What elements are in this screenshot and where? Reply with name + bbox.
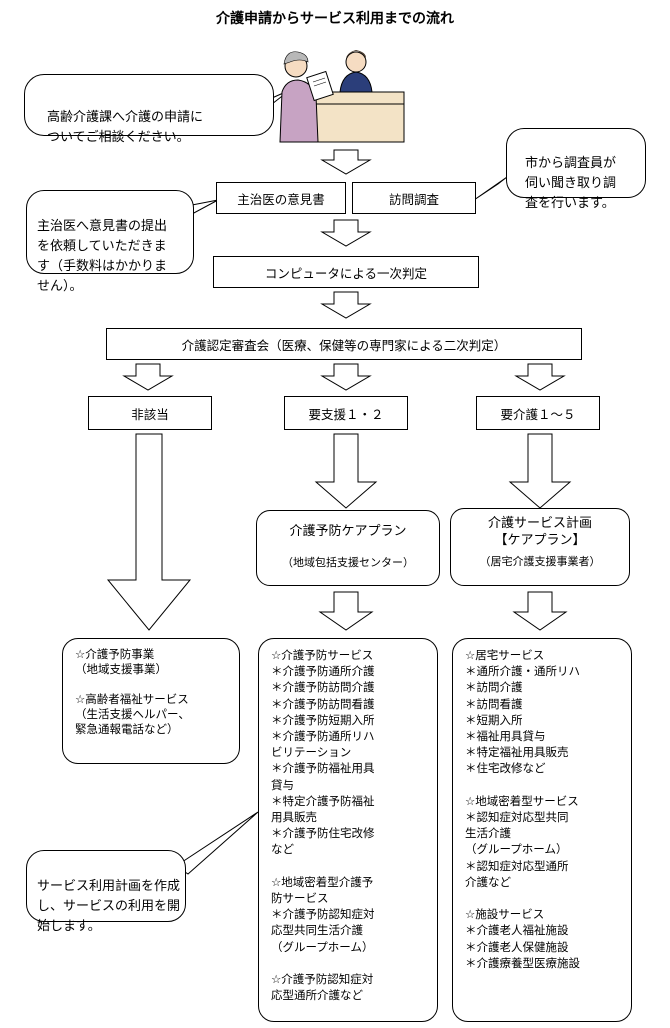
block-arrow-down-icon — [512, 591, 568, 631]
plan-prevention-sub: （地域包括支援センター） — [282, 556, 414, 569]
result-not-applicable-label: 非該当 — [131, 406, 169, 422]
bubble-investigator-text: 市から調査員が 伺い聞き取り調 査を行います。 — [525, 156, 617, 211]
plan-prevention-title: 介護予防ケアプラン — [289, 524, 407, 539]
result-not-applicable: 非該当 — [88, 396, 212, 430]
page-title: 介護申請からサービス利用までの流れ — [216, 11, 454, 27]
bubble-doctor-text: 主治医へ意見書の提出 を依頼していただきま す（手数料はかかりま せん）。 — [37, 219, 168, 294]
bubble-tail-plan — [175, 811, 259, 875]
bubble-doctor: 主治医へ意見書の提出 を依頼していただきま す（手数料はかかりま せん）。 — [26, 190, 194, 294]
block-arrow-down-icon — [320, 149, 372, 175]
result-care: 要介護１～５ — [476, 396, 600, 430]
result-care-label: 要介護１～５ — [500, 406, 576, 422]
step-doctor-opinion-label: 主治医の意見書 — [237, 191, 325, 207]
block-arrow-down-icon — [320, 291, 372, 319]
block-arrow-down-icon — [318, 591, 374, 631]
reception-desk-illustration — [279, 50, 405, 143]
block-arrow-down-icon — [514, 363, 566, 391]
step-computer-judgement: コンピュータによる一次判定 — [213, 256, 479, 288]
services-middle: ☆介護予防サービス ＊介護予防通所介護 ＊介護予防訪問介護 ＊介護予防訪問看護 … — [258, 638, 438, 1022]
bubble-tail-investigator — [473, 176, 508, 201]
services-left: ☆介護予防事業 （地域支援事業） ☆高齢者福祉サービス （生活支援ヘルパー、 緊… — [62, 638, 240, 764]
block-arrow-down-icon — [106, 433, 192, 631]
block-arrow-down-icon — [122, 363, 174, 391]
services-middle-text: ☆介護予防サービス ＊介護予防通所介護 ＊介護予防訪問介護 ＊介護予防訪問看護 … — [271, 648, 375, 1003]
step-computer-judgement-label: コンピュータによる一次判定 — [264, 265, 428, 281]
bubble-tail-doctor — [191, 199, 219, 215]
bubble-plan: サービス利用計画を作成 し、サービスの利用を開 始します。 — [26, 850, 186, 934]
bubble-investigator: 市から調査員が 伺い聞き取り調 査を行います。 — [506, 128, 646, 211]
bubble-consult-text: 高齢介護課へ介護の申請に ついてご相談ください。 — [47, 110, 204, 145]
plan-care-sub: （居宅介護支援事業者） — [479, 555, 601, 568]
plan-care-title: 介護サービス計画 【ケアプラン】 — [487, 516, 592, 548]
plan-prevention: 介護予防ケアプラン （地域包括支援センター） — [256, 510, 440, 586]
plan-care: 介護サービス計画 【ケアプラン】 （居宅介護支援事業者） — [450, 508, 630, 586]
result-support-label: 要支援１・２ — [308, 406, 384, 422]
step-visit-survey-label: 訪問調査 — [388, 191, 439, 207]
block-arrow-down-icon — [320, 219, 372, 247]
step-committee-label: 介護認定審査会（医療、保健等の専門家による二次判定） — [181, 337, 507, 353]
bubble-consult: 高齢介護課へ介護の申請に ついてご相談ください。 — [24, 74, 274, 145]
step-committee: 介護認定審査会（医療、保健等の専門家による二次判定） — [106, 328, 582, 360]
step-visit-survey: 訪問調査 — [352, 182, 476, 214]
services-left-text: ☆介護予防事業 （地域支援事業） ☆高齢者福祉サービス （生活支援ヘルパー、 緊… — [75, 647, 190, 736]
services-right: ☆居宅サービス ＊通所介護・通所リハ ＊訪問介護 ＊訪問看護 ＊短期入所 ＊福祉… — [452, 638, 632, 1022]
block-arrow-down-icon — [320, 363, 372, 391]
bubble-plan-text: サービス利用計画を作成 し、サービスの利用を開 始します。 — [37, 879, 181, 934]
block-arrow-down-icon — [508, 433, 572, 509]
result-support: 要支援１・２ — [284, 396, 408, 430]
step-doctor-opinion: 主治医の意見書 — [216, 182, 346, 214]
services-right-text: ☆居宅サービス ＊通所介護・通所リハ ＊訪問介護 ＊訪問看護 ＊短期入所 ＊福祉… — [465, 648, 580, 970]
block-arrow-down-icon — [314, 433, 378, 509]
